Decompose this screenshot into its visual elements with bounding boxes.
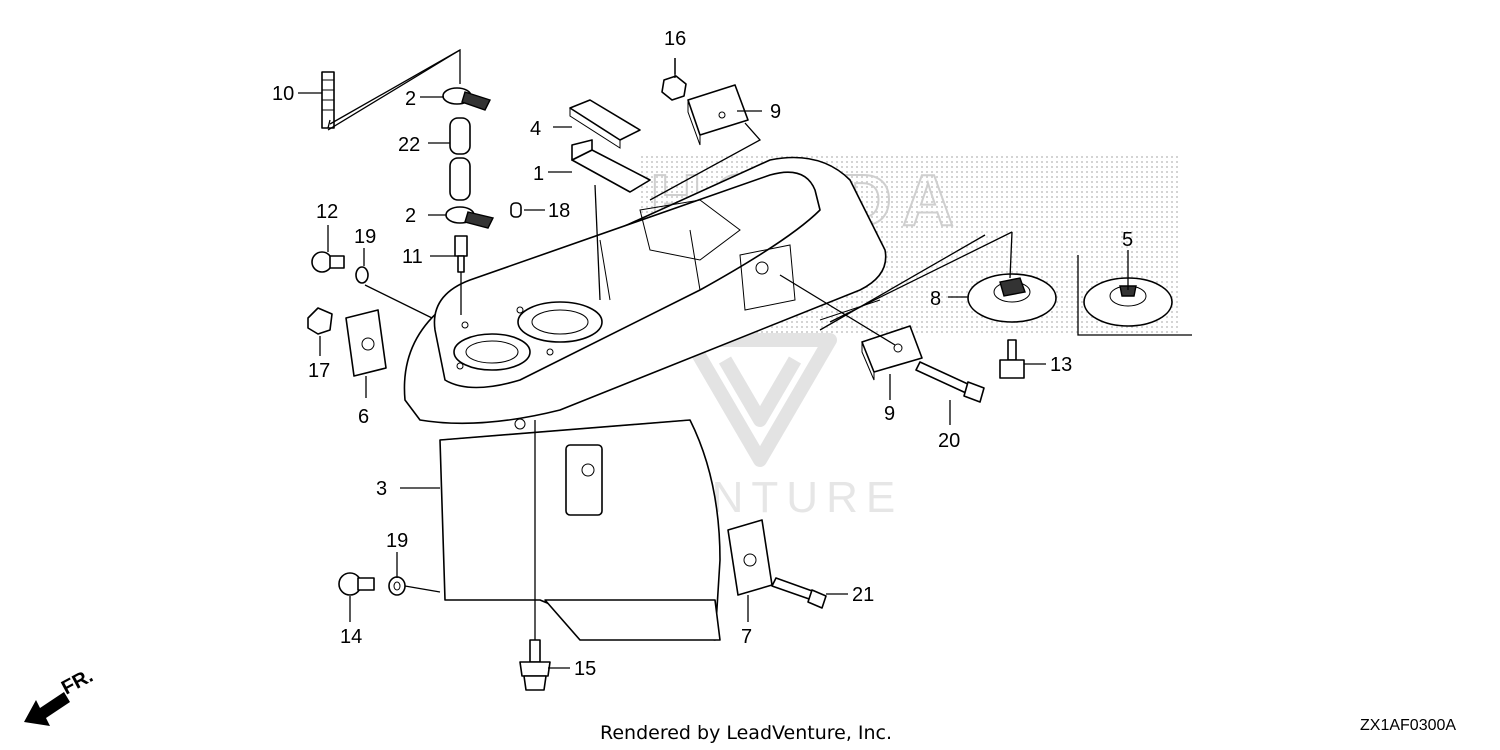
- leader-lines: [298, 58, 1129, 669]
- anode-part-9-top[interactable]: [687, 84, 749, 146]
- anode-part-5[interactable]: [1083, 277, 1173, 327]
- cover-plate-part-7[interactable]: [727, 519, 773, 596]
- callout-10: 10: [272, 83, 294, 105]
- hose-clamp-part-2-bottom[interactable]: [445, 206, 495, 229]
- callout-4: 4: [530, 118, 541, 140]
- bolt-part-13[interactable]: [999, 339, 1025, 379]
- bolt-part-21[interactable]: [771, 577, 827, 609]
- hose-clamp-part-2-top[interactable]: [442, 87, 491, 111]
- callout-9-top: 9: [770, 101, 781, 123]
- callout-11: 11: [402, 246, 423, 268]
- bolt-part-14[interactable]: [338, 572, 375, 596]
- front-direction-arrow-icon: FR.: [24, 665, 97, 726]
- callout-3: 3: [376, 478, 387, 500]
- callout-22: 22: [398, 134, 420, 156]
- bolt-part-12[interactable]: [311, 251, 345, 273]
- seal-part-4[interactable]: [569, 99, 641, 149]
- callout-13: 13: [1050, 354, 1072, 376]
- callout-9-bottom: 9: [884, 403, 895, 425]
- callout-6: 6: [358, 406, 369, 428]
- callout-21: 21: [852, 584, 874, 606]
- seal-part-1[interactable]: [571, 139, 651, 193]
- callout-1: 1: [533, 163, 544, 185]
- callout-16: 16: [664, 28, 686, 50]
- callout-17: 17: [308, 360, 330, 382]
- callout-7: 7: [741, 626, 752, 648]
- callout-5: 5: [1122, 229, 1133, 251]
- bolt-part-15[interactable]: [519, 639, 551, 691]
- callout-19-top: 19: [354, 226, 376, 248]
- washer-part-19-top[interactable]: [355, 266, 369, 284]
- gear-case-part-3[interactable]: [403, 156, 887, 641]
- cap-part-17[interactable]: [307, 307, 333, 335]
- callout-15: 15: [574, 658, 596, 680]
- stud-part-11[interactable]: [454, 235, 468, 273]
- dowel-pin-part-18[interactable]: [510, 202, 522, 218]
- water-tube-part-22[interactable]: [449, 117, 471, 201]
- bolt-part-20[interactable]: [915, 361, 985, 403]
- callout-labels: 1 2 2 3 4 5 6 7 8 9 9 10 11 12 13 14 15 …: [272, 28, 1133, 680]
- nut-part-16[interactable]: [661, 75, 687, 101]
- anode-part-9-bottom[interactable]: [861, 325, 923, 381]
- callout-8: 8: [930, 288, 941, 310]
- hose-joint-part-10[interactable]: [321, 71, 335, 129]
- callout-18: 18: [548, 200, 570, 222]
- callout-20: 20: [938, 430, 960, 452]
- footer-credit: Rendered by LeadVenture, Inc.: [600, 722, 892, 744]
- callout-12: 12: [316, 201, 338, 223]
- washer-part-19-bottom[interactable]: [388, 576, 406, 596]
- diagram-code: ZX1AF0300A: [1360, 717, 1456, 734]
- callout-19-bottom: 19: [386, 530, 408, 552]
- cover-plate-part-6[interactable]: [345, 309, 387, 377]
- callout-2-top: 2: [405, 88, 416, 110]
- anode-part-8[interactable]: [967, 273, 1057, 323]
- callout-2-bottom: 2: [405, 205, 416, 227]
- callout-14: 14: [340, 626, 362, 648]
